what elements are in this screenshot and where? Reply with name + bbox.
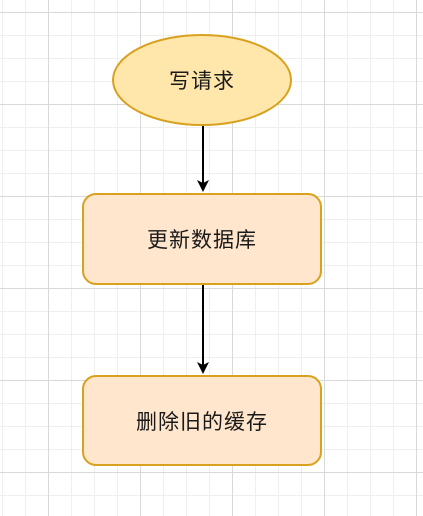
node-write-request-label: 写请求 bbox=[169, 69, 235, 93]
node-delete-old-cache-shape[interactable] bbox=[82, 375, 322, 466]
node-update-database-shape[interactable] bbox=[82, 193, 322, 285]
node-delete-old-cache-label: 删除旧的缓存 bbox=[136, 409, 268, 434]
node-update-database-label: 更新数据库 bbox=[147, 228, 257, 252]
node-write-request-shape[interactable] bbox=[112, 34, 292, 126]
